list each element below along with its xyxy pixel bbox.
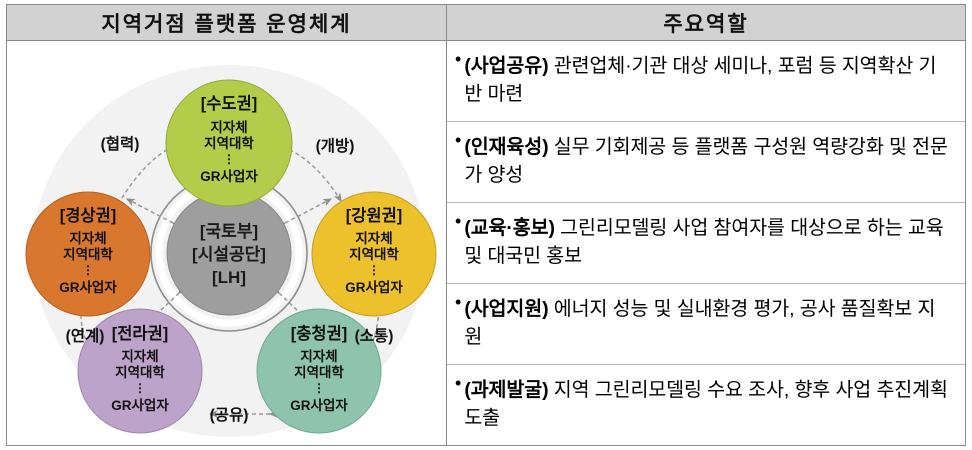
svg-text:[전라권]: [전라권]: [112, 324, 169, 343]
role-text: (교육·홍보) 그린리모델링 사업 참여자를 대상으로 하는 교육 및 대국민 …: [464, 215, 953, 270]
role-body: 지역 그린리모델링 수요 조사, 향후 사업 추진계획 도출: [464, 379, 948, 429]
svg-text:지자체: 지자체: [121, 349, 158, 364]
svg-text:지자체: 지자체: [210, 120, 247, 135]
svg-text:[경상권]: [경상권]: [60, 206, 117, 225]
connector-sudo-gangwon: [274, 140, 342, 203]
role-text: (사업공유) 관련업체·기관 대상 세미나, 포럼 등 지역확산 기반 마련: [464, 53, 953, 108]
svg-text:⋮: ⋮: [223, 152, 235, 166]
role-body: 실무 기회제공 등 플랫폼 구성원 역량강화 및 전문가 양성: [464, 136, 948, 186]
node-jeollagwon: [전라권] 지자체 지역대학 ⋮ GR사업자: [77, 308, 203, 434]
core-line-3: [LH]: [212, 268, 246, 287]
svg-text:[수도권]: [수도권]: [201, 94, 258, 113]
svg-text:⋮: ⋮: [134, 381, 146, 395]
connector-gangwon-chungcheong: [358, 295, 383, 367]
svg-text:GR사업자: GR사업자: [200, 169, 258, 184]
bullet-icon: •: [455, 211, 462, 231]
core-line-2: [시설공단]: [192, 245, 266, 264]
role-tag: (과제발굴): [464, 379, 549, 402]
svg-text:GR사업자: GR사업자: [345, 280, 403, 295]
table-row: • (사업공유) 관련업체·기관 대상 세미나, 포럼 등 지역확산 기반 마련: [447, 41, 965, 122]
table-row: • (사업지원) 에너지 성능 및 실내환경 평가, 공사 품질확보 지원: [447, 284, 965, 365]
diagram-cell: [국토부] [시설공단] [LH] [수도권] 지자체 지역대학 ⋮ GR사업자: [7, 41, 447, 445]
svg-text:[강원권]: [강원권]: [346, 206, 403, 225]
svg-text:[충청권]: [충청권]: [291, 323, 348, 343]
svg-text:GR사업자: GR사업자: [111, 398, 169, 413]
node-gyeongsanggwon: [경상권] 지자체 지역대학 ⋮ GR사업자: [25, 191, 151, 317]
node-chungcheonggwon: [충청권] 지자체 지역대학 ⋮ GR사업자: [256, 308, 382, 434]
svg-text:지자체: 지자체: [300, 349, 337, 364]
role-body: 관련업체·기관 대상 세미나, 포럼 등 지역확산 기반 마련: [464, 55, 937, 105]
label-gaebang: (개방): [316, 136, 355, 155]
svg-text:지자체: 지자체: [69, 231, 106, 246]
svg-text:지자체: 지자체: [355, 231, 392, 246]
header-cell-main-roles: 주요역할: [663, 12, 749, 36]
node-sudogwon: [수도권] 지자체 지역대학 ⋮ GR사업자: [165, 79, 293, 207]
core-line-1: [국토부]: [200, 222, 258, 241]
svg-text:지역대학: 지역대학: [115, 364, 165, 380]
role-body: 에너지 성능 및 실내환경 평가, 공사 품질확보 지원: [464, 298, 936, 348]
header-cell-operating-system: 지역거점 플랫폼 운영체계: [7, 5, 447, 40]
table-row: • (교육·홍보) 그린리모델링 사업 참여자를 대상으로 하는 교육 및 대국…: [447, 203, 965, 284]
role-text: (인재육성) 실무 기회제공 등 플랫폼 구성원 역량강화 및 전문가 양성: [464, 134, 953, 189]
role-body: 그린리모델링 사업 참여자를 대상으로 하는 교육 및 대국민 홍보: [464, 217, 944, 267]
connector-core-gangwon: [276, 198, 333, 231]
label-hyeopryeok: (협력): [101, 134, 140, 153]
bullet-icon: •: [455, 49, 462, 69]
svg-text:⋮: ⋮: [313, 381, 325, 395]
svg-text:지역대학: 지역대학: [349, 246, 399, 262]
label-gongyu: (공유): [210, 406, 249, 424]
table-row: • (인재육성) 실무 기회제공 등 플랫폼 구성원 역량강화 및 전문가 양성: [447, 122, 965, 203]
role-tag: (인재육성): [464, 136, 549, 159]
table-row: • (과제발굴) 지역 그린리모델링 수요 조사, 향후 사업 추진계획 도출: [447, 365, 965, 445]
bullet-icon: •: [455, 373, 462, 393]
table-header-row: 지역거점 플랫폼 운영체계 주요역할: [7, 5, 965, 41]
svg-text:지역대학: 지역대학: [204, 135, 254, 151]
node-gangwongwon: [강원권] 지자체 지역대학 ⋮ GR사업자: [311, 191, 437, 317]
role-text: (사업지원) 에너지 성능 및 실내환경 평가, 공사 품질확보 지원: [464, 296, 953, 351]
role-tag: (교육·홍보): [464, 217, 555, 240]
regional-platform-diagram: [국토부] [시설공단] [LH] [수도권] 지자체 지역대학 ⋮ GR사업자: [7, 41, 446, 445]
label-yeongye: (연계): [66, 326, 105, 345]
platform-overview-table: 지역거점 플랫폼 운영체계 주요역할: [6, 4, 966, 446]
table-body: [국토부] [시설공단] [LH] [수도권] 지자체 지역대학 ⋮ GR사업자: [7, 41, 965, 445]
role-tag: (사업공유): [464, 55, 549, 78]
svg-text:⋮: ⋮: [368, 263, 380, 277]
svg-text:⋮: ⋮: [82, 263, 94, 277]
svg-text:GR사업자: GR사업자: [290, 398, 348, 413]
connector-gyeongsang-sudo: [110, 145, 177, 213]
roles-cell: • (사업공유) 관련업체·기관 대상 세미나, 포럼 등 지역확산 기반 마련…: [447, 41, 965, 445]
svg-text:GR사업자: GR사업자: [59, 280, 117, 295]
role-tag: (사업지원): [464, 298, 549, 321]
bullet-icon: •: [455, 292, 462, 312]
label-sotong: (소통): [355, 327, 394, 345]
bullet-icon: •: [455, 130, 462, 150]
role-text: (과제발굴) 지역 그린리모델링 수요 조사, 향후 사업 추진계획 도출: [464, 377, 953, 432]
svg-text:지역대학: 지역대학: [63, 246, 113, 262]
svg-text:지역대학: 지역대학: [294, 364, 344, 380]
